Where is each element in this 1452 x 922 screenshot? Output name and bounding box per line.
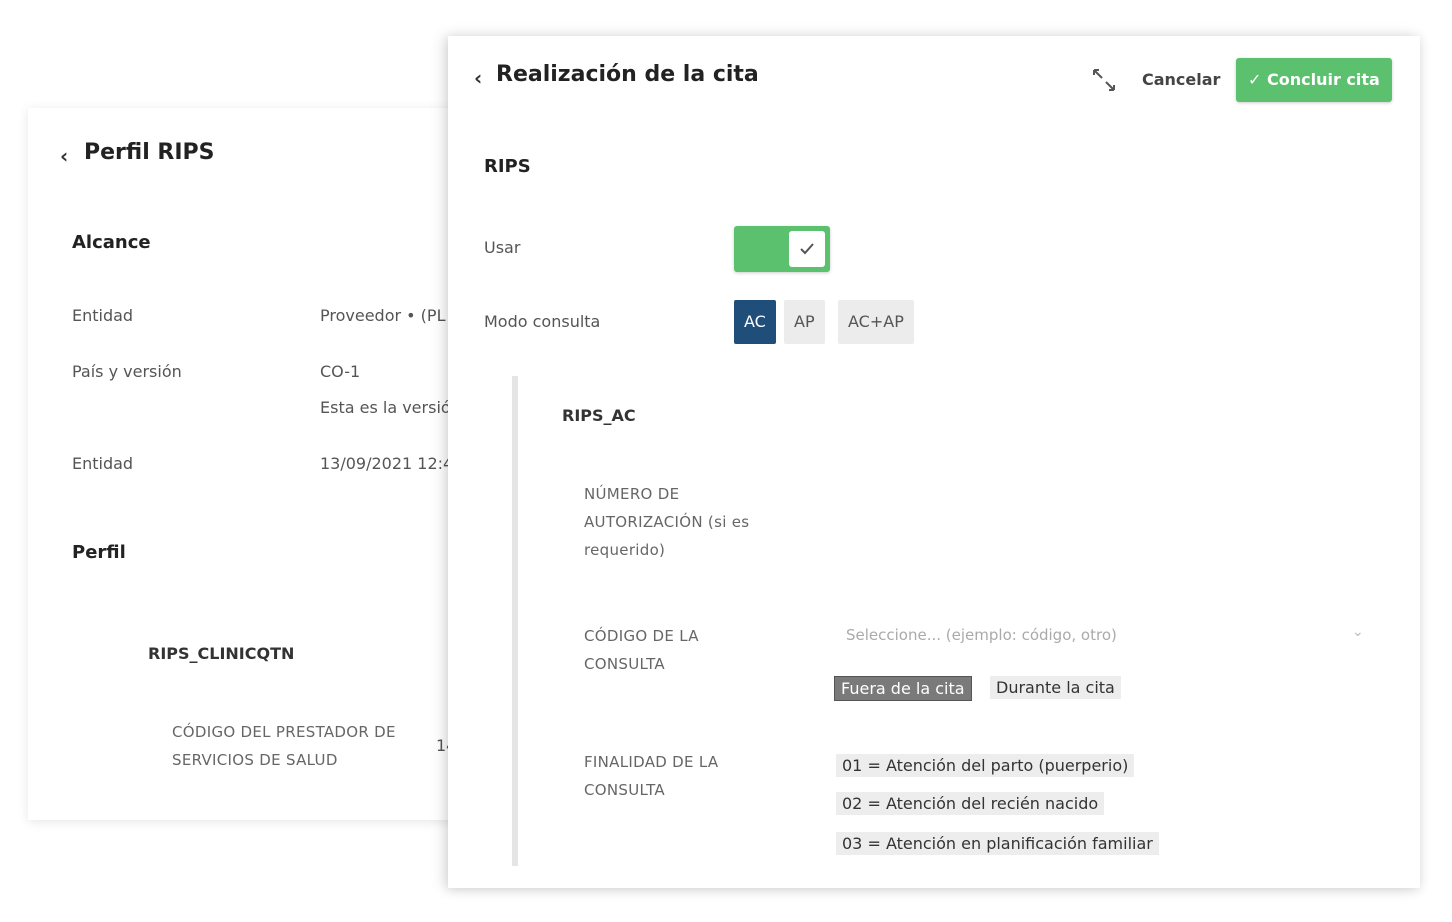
finalidad-option-03[interactable]: 03 = Atención en planificación familiar	[836, 832, 1159, 855]
rips-heading: RIPS	[484, 156, 531, 177]
rips-clinicqtn-heading: RIPS_CLINICQTN	[148, 644, 295, 663]
mode-ap-button[interactable]: AP	[784, 300, 825, 344]
entidad-label: Entidad	[72, 306, 134, 325]
finalidad-consulta-label: FINALIDAD DE LA CONSULTA	[584, 753, 719, 799]
page-title: Realización de la cita	[496, 62, 759, 87]
numero-autorizacion-label: NÚMERO DE AUTORIZACIÓN (si es requerido)	[584, 485, 750, 559]
entidad-value: Proveedor • (PL	[320, 306, 446, 325]
cancel-button[interactable]: Cancelar	[1142, 70, 1221, 89]
mode-ac-ap-button[interactable]: AC+AP	[838, 300, 914, 344]
timing-option-outside[interactable]: Fuera de la cita	[834, 676, 972, 701]
codigo-consulta-select[interactable]: Seleccione... (ejemplo: código, otro)	[846, 626, 1117, 644]
finalidad-option-01[interactable]: 01 = Atención del parto (puerperio)	[836, 754, 1135, 777]
realizacion-cita-panel: ‹ Realización de la cita Cancelar ✓ Conc…	[448, 36, 1420, 888]
usar-toggle[interactable]	[734, 226, 830, 272]
perfil-heading: Perfil	[72, 542, 126, 563]
toggle-knob	[789, 231, 825, 267]
chevron-down-icon[interactable]: ⌄	[1352, 624, 1364, 640]
finalidad-option-02[interactable]: 02 = Atención del recién nacido	[836, 792, 1105, 815]
perfil-rips-panel: ‹ Perfil RIPS Alcance Entidad Proveedor …	[28, 108, 458, 820]
codigo-prestador-label: CÓDIGO DEL PRESTADOR DE SERVICIOS DE SAL…	[172, 723, 396, 769]
fecha-value: 13/09/2021 12:4	[320, 454, 454, 473]
pais-version-note: Esta es la versió	[320, 398, 451, 417]
back-chevron-icon[interactable]: ‹	[474, 66, 483, 90]
codigo-consulta-label: CÓDIGO DE LA CONSULTA	[584, 627, 699, 673]
usar-label: Usar	[484, 238, 521, 257]
alcance-heading: Alcance	[72, 232, 151, 253]
modo-consulta-label: Modo consulta	[484, 312, 601, 331]
back-chevron-icon[interactable]: ‹	[60, 144, 69, 168]
collapse-arrows-icon[interactable]	[1090, 66, 1118, 94]
pais-version-label: País y versión	[72, 362, 182, 381]
fecha-label: Entidad	[72, 454, 134, 473]
nested-section-divider	[512, 376, 518, 866]
rips-ac-heading: RIPS_AC	[562, 406, 636, 425]
check-icon	[800, 243, 814, 255]
pais-version-value: CO-1	[320, 362, 361, 381]
page-title: Perfil RIPS	[84, 140, 215, 165]
timing-option-during[interactable]: Durante la cita	[990, 676, 1121, 699]
finish-appointment-button[interactable]: ✓ Concluir cita	[1236, 58, 1392, 102]
mode-ac-button[interactable]: AC	[734, 300, 776, 344]
